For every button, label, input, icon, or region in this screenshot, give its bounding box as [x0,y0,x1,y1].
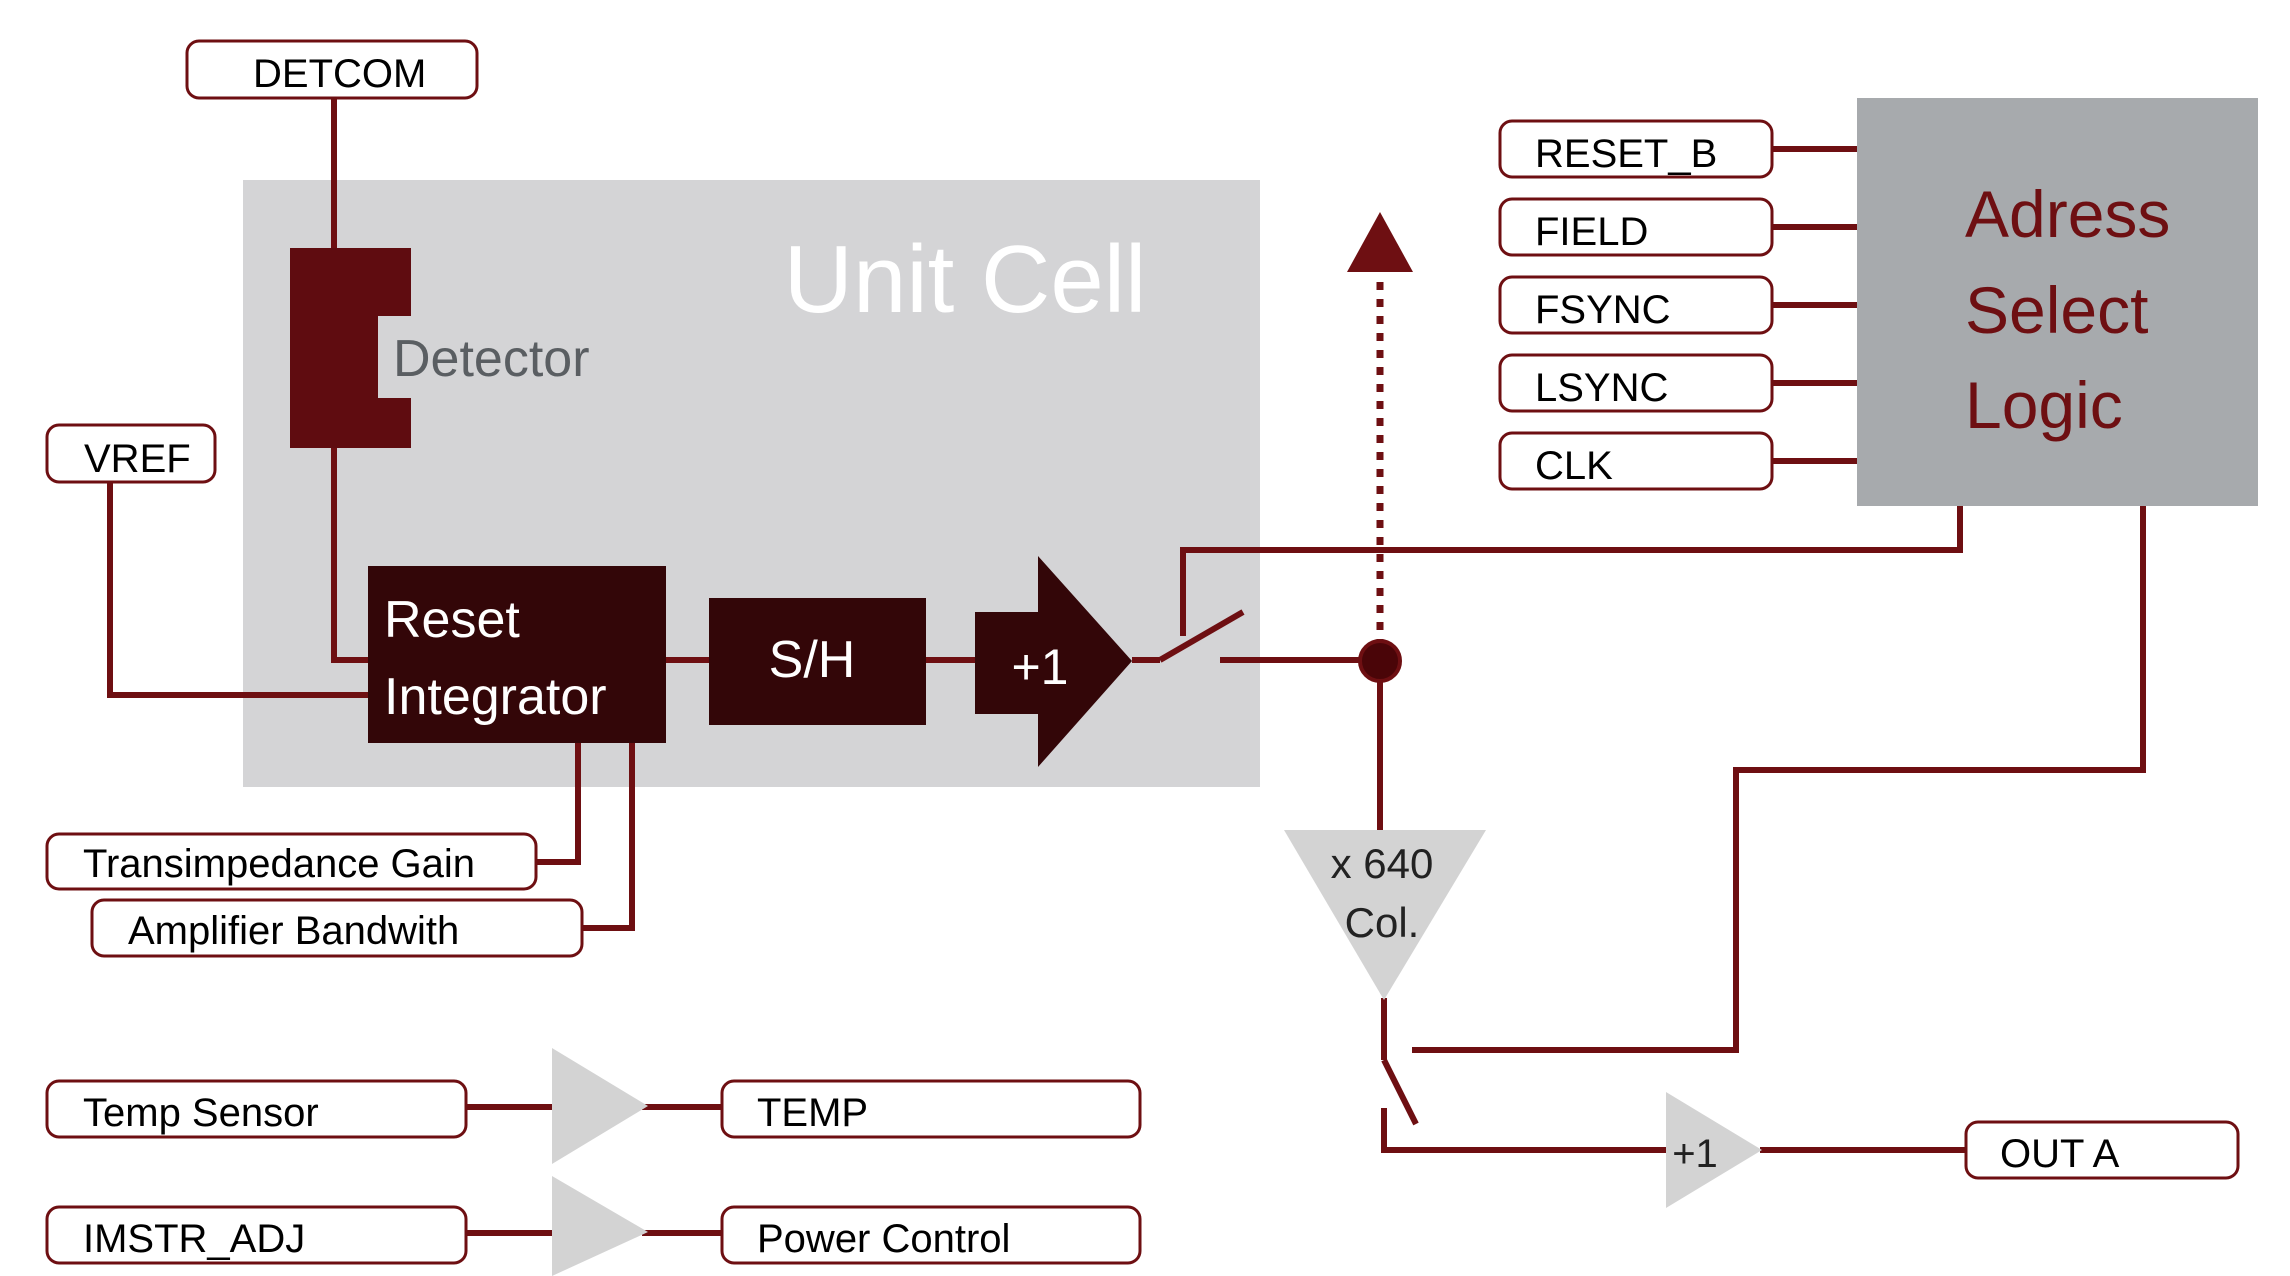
signal-lsync-label: LSYNC [1535,366,1668,410]
power-control-label: Power Control [757,1217,1010,1261]
signal-reset-b-label: RESET_B [1535,132,1717,176]
detcom-label: DETCOM [253,52,426,96]
imstr-adj-label: IMSTR_ADJ [83,1217,305,1261]
sample-hold-block [709,598,926,725]
address-select-logic-block [1857,98,2258,506]
output-buffer-label: +1 [1672,1132,1718,1176]
logic-title-line1: Adress [1965,177,2170,251]
out-a-label: OUT A [2000,1132,2120,1176]
temp-output-label: TEMP [757,1091,868,1135]
column-amplifier [1284,830,1486,1000]
vref-label: VREF [84,437,191,481]
unit-cell-buffer-label: +1 [1011,639,1068,695]
signal-fsync-label: FSYNC [1535,288,1671,332]
label-boxes [45,39,2240,1265]
reset-integrator-label-line2: Integrator [384,668,607,726]
signal-clk-label: CLK [1535,444,1613,488]
detector-label: Detector [393,330,590,388]
power-buffer [552,1176,648,1276]
temp-buffer [552,1048,648,1164]
signal-field-label: FIELD [1535,210,1648,254]
reset-integrator-block [368,566,666,743]
transimpedance-gain-label: Transimpedance Gain [83,842,475,886]
readout-arrow-head [1347,212,1413,272]
unit-cell-buffer [975,556,1132,767]
amplifier-bandwidth-label: Amplifier Bandwith [128,909,459,953]
logic-title-line2: Select [1965,273,2148,347]
unit-cell-title: Unit Cell [784,226,1147,333]
sample-hold-label: S/H [769,631,856,689]
wires [107,98,2146,1236]
output-buffer [1666,1092,1762,1208]
column-label-line2: Col. [1345,899,1420,946]
detector-symbol [290,248,411,448]
logic-title-line3: Logic [1965,368,2123,442]
reset-integrator-label-line1: Reset [384,591,520,649]
temp-sensor-label: Temp Sensor [83,1091,319,1135]
column-label-line1: x 640 [1331,840,1434,887]
column-node [1358,639,1402,683]
